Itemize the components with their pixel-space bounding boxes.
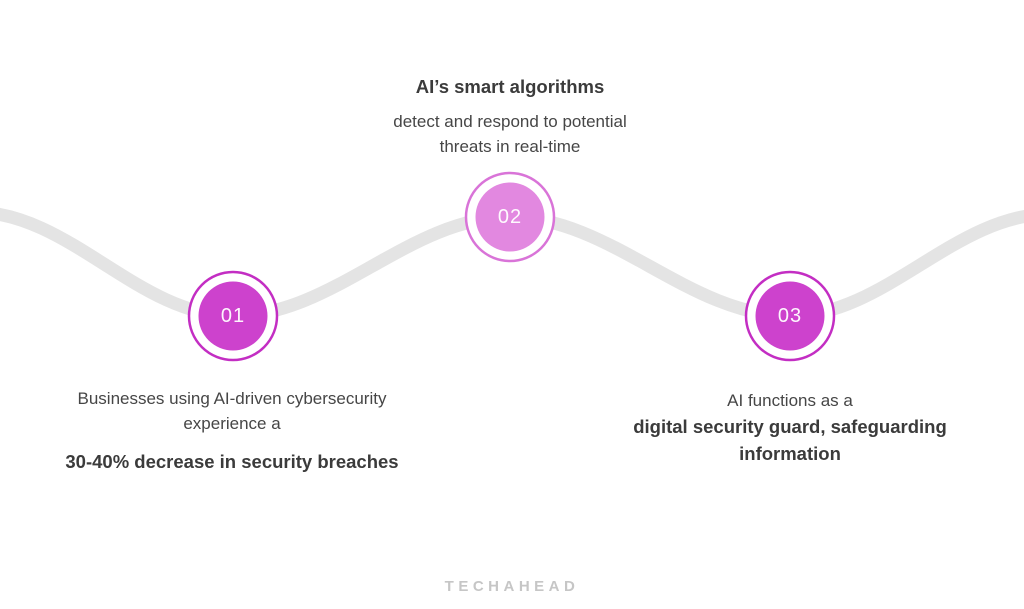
step-1-node-circle: [198, 281, 268, 351]
step-2-description-line-2: threats in real-time: [439, 137, 581, 156]
step-2-title: AI’s smart algorithms: [415, 76, 605, 97]
step-3-description-line-1: AI functions as a: [727, 391, 853, 410]
step-1-highlight: 30-40% decrease in security breaches: [65, 451, 399, 472]
step-3-highlight-line-2: information: [739, 443, 841, 464]
step-3-text-block: AI functions as a digital security guard…: [578, 388, 1002, 467]
step-2-node-circle: [475, 182, 545, 252]
step-3-node-circle: [755, 281, 825, 351]
step-1-description-line-2: experience a: [183, 414, 281, 433]
step-1-number: 01: [220, 305, 246, 327]
step-2-text-block: AI’s smart algorithms detect and respond…: [285, 74, 735, 159]
step-3-highlight-line-1: digital security guard, safeguarding: [633, 416, 947, 437]
step-3-number: 03: [777, 305, 803, 327]
step-2-number: 02: [497, 206, 523, 228]
step-1-description-line-1: Businesses using AI-driven cybersecurity: [77, 389, 387, 408]
step-2-description-line-1: detect and respond to potential: [393, 112, 627, 131]
techahead-logo: TECHAHEAD: [444, 578, 580, 595]
step-1-text-block: Businesses using AI-driven cybersecurity…: [20, 386, 444, 475]
